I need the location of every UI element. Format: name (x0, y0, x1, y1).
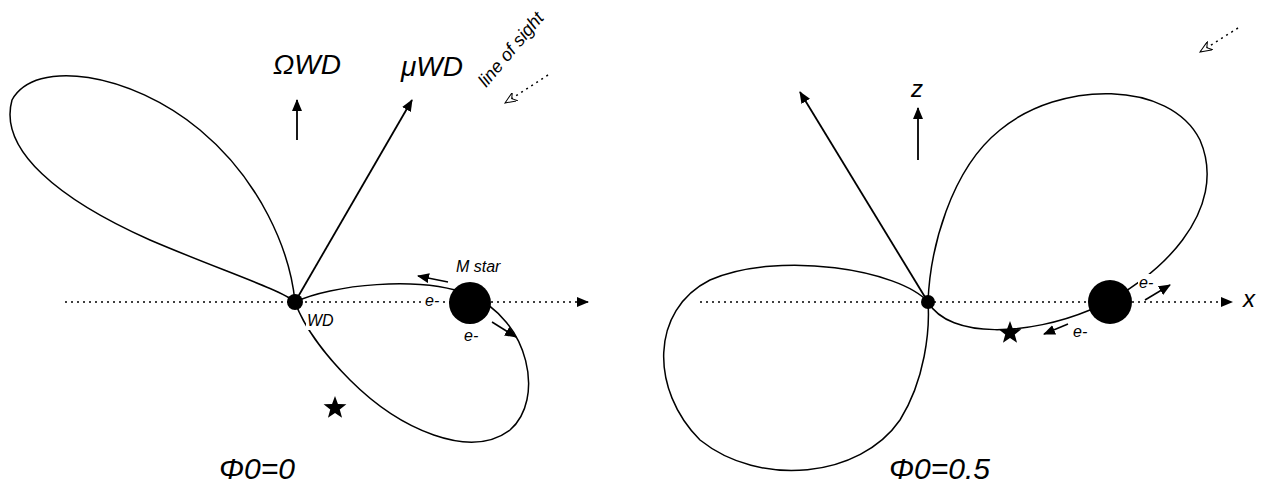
field-lobe (664, 265, 929, 470)
m-star (449, 282, 491, 324)
magnetic-axis-arrow (800, 92, 928, 302)
star-symbol (999, 321, 1022, 343)
electron-arrow (1044, 324, 1068, 334)
field-lobe (928, 94, 1207, 330)
axis-label: z (910, 76, 924, 102)
field-lobe (295, 284, 529, 442)
electron-label: e- (1072, 323, 1088, 341)
spin-axis-arrow (296, 100, 298, 140)
field-lobe (10, 76, 295, 302)
star-symbol (324, 396, 347, 418)
electron-arrow (418, 276, 448, 282)
line-of-sight-arrow (505, 75, 548, 103)
electron-arrow (492, 322, 516, 337)
white-dwarf (287, 294, 303, 310)
axis-label: ΩWD (272, 50, 342, 81)
line-of-sight-arrow (1200, 28, 1238, 52)
star-label: M star (455, 258, 501, 276)
direction-label: line of sight (475, 8, 550, 92)
phase-label: Φ0=0.5 (888, 452, 991, 485)
z-axis-arrow (917, 108, 919, 160)
electron-label: e- (424, 292, 440, 310)
phase-label: Φ0=0 (218, 452, 296, 485)
axis-label: μWD (400, 52, 464, 83)
axis-label: x (1242, 286, 1256, 312)
x-axis (65, 301, 588, 303)
white-dwarf (921, 295, 935, 309)
star-label: WD (306, 312, 335, 330)
x-axis (700, 301, 1232, 303)
m-star (1088, 280, 1132, 324)
magnetic-axis-arrow (295, 100, 412, 302)
electron-label: e- (1138, 274, 1154, 292)
electron-label: e- (463, 327, 479, 345)
